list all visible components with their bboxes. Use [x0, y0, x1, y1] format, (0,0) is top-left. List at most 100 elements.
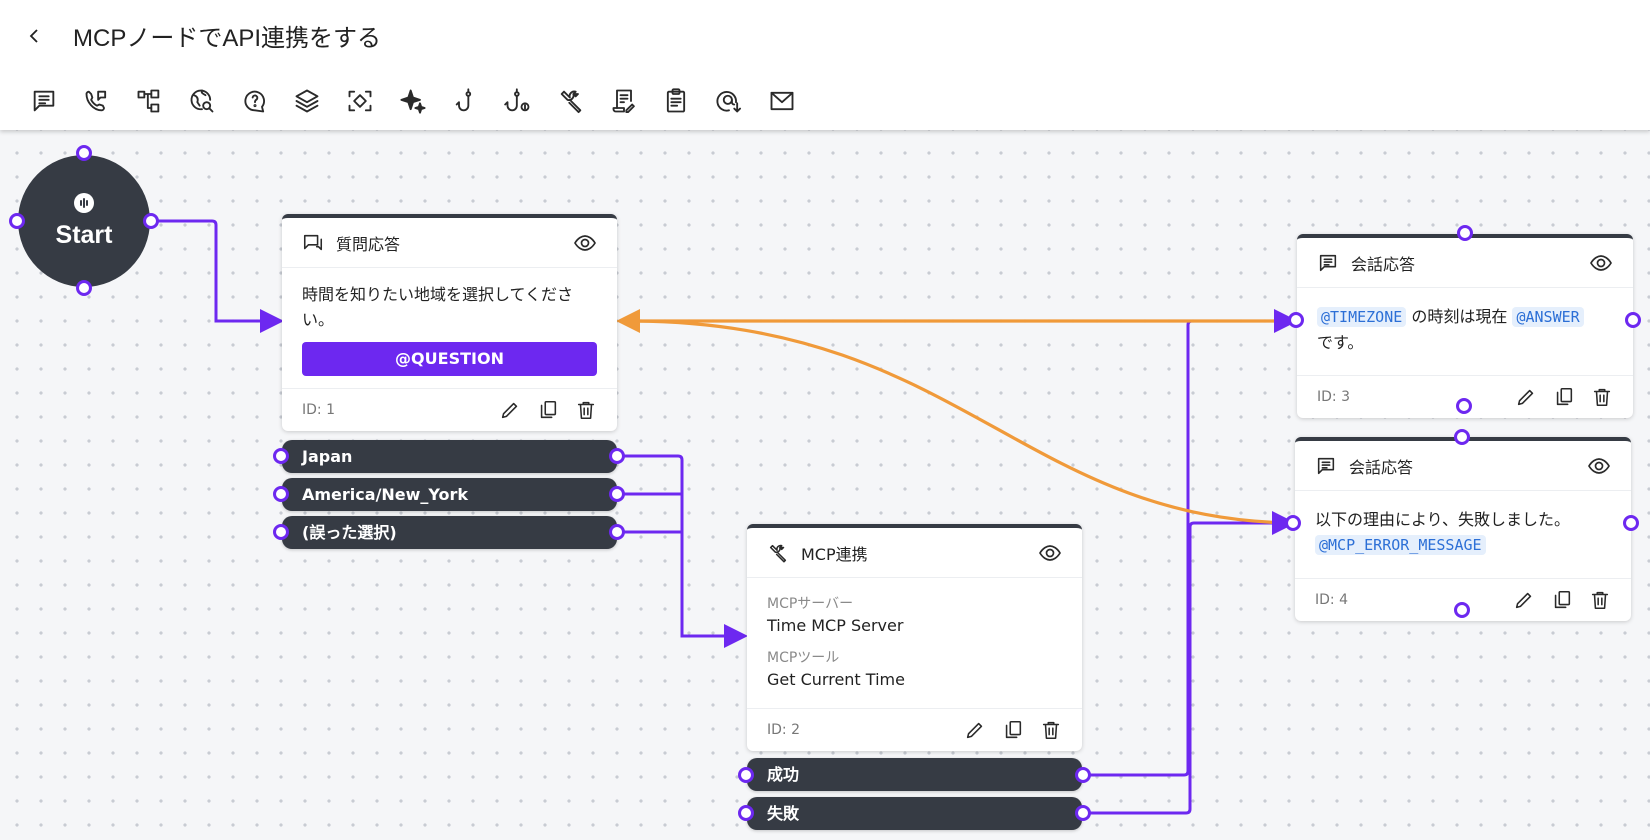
answer-handle-left[interactable]: [1288, 312, 1304, 328]
eye-icon[interactable]: [573, 231, 597, 255]
mcp-server-label: MCPサーバー: [767, 596, 854, 612]
node-title: MCP連携: [801, 544, 868, 564]
toolbar-email[interactable]: [766, 84, 819, 118]
toolbar-ai[interactable]: [397, 84, 450, 118]
layers-icon: [296, 89, 319, 113]
eye-icon[interactable]: [1587, 454, 1611, 478]
question-bubble-icon: [244, 90, 265, 113]
toolbar-web-search[interactable]: [186, 84, 239, 118]
toolbar-webhook[interactable]: [450, 84, 503, 118]
trash-icon[interactable]: [1591, 386, 1613, 408]
question-node[interactable]: 質問応答 時間を知りたい地域を選択してください。 @QUESTION ID: 1: [282, 214, 617, 431]
error-handle-left[interactable]: [1285, 515, 1301, 531]
sparkles-icon: [400, 89, 426, 114]
answer-text-end: です。: [1317, 333, 1364, 352]
option-japan[interactable]: Japan: [282, 440, 617, 473]
script-edit-icon: [612, 89, 635, 114]
toolbar-mcp[interactable]: [555, 84, 608, 118]
back-button[interactable]: [24, 22, 44, 50]
toolbar-conversation[interactable]: [28, 84, 81, 118]
answer-node[interactable]: 会話応答 @TIMEZONE の時刻は現在 @ANSWER です。 ID: 3: [1297, 234, 1633, 418]
node-title: 会話応答: [1351, 254, 1416, 274]
error-handle-top[interactable]: [1454, 429, 1470, 445]
toolbar-webhook-add[interactable]: [502, 84, 555, 118]
branch-icon: [137, 89, 160, 113]
answer-variable-tag: @ANSWER: [1512, 307, 1584, 327]
toolbar-call-transfer[interactable]: [81, 84, 134, 118]
option-japan-handle-right[interactable]: [609, 448, 625, 464]
copy-icon[interactable]: [1002, 719, 1024, 741]
start-handle-left[interactable]: [9, 213, 25, 229]
at-download-icon: [716, 91, 741, 113]
error-handle-bottom[interactable]: [1454, 602, 1470, 618]
error-handle-right[interactable]: [1623, 515, 1639, 531]
start-handle-bottom[interactable]: [76, 280, 92, 296]
pencil-icon[interactable]: [499, 399, 521, 421]
copy-icon[interactable]: [1551, 589, 1573, 611]
pencil-icon[interactable]: [1513, 589, 1535, 611]
toolbar-clipboard[interactable]: [660, 84, 713, 118]
mail-icon: [770, 91, 794, 111]
answer-text-mid: の時刻は現在: [1406, 307, 1508, 326]
mcp-node[interactable]: MCP連携 MCPサーバー Time MCP Server MCPツール Get…: [747, 524, 1082, 751]
error-node[interactable]: 会話応答 以下の理由により、失敗しました。 @MCP_ERROR_MESSAGE…: [1295, 437, 1631, 621]
answer-handle-top[interactable]: [1457, 225, 1473, 241]
toolbar-question[interactable]: [239, 84, 292, 118]
copy-icon[interactable]: [1553, 386, 1575, 408]
option-newyork-handle-right[interactable]: [609, 486, 625, 502]
globe-search-icon: [190, 89, 214, 113]
trash-icon[interactable]: [575, 399, 597, 421]
node-toolbar: [28, 84, 818, 118]
toolbar-email-receive[interactable]: [713, 84, 766, 118]
mcp-error-variable-tag: @MCP_ERROR_MESSAGE: [1315, 535, 1486, 555]
copy-icon[interactable]: [537, 399, 559, 421]
option-wrong-selection[interactable]: (誤った選択): [282, 516, 617, 549]
pencil-icon[interactable]: [964, 719, 986, 741]
trash-icon[interactable]: [1040, 719, 1062, 741]
node-id: ID: 4: [1315, 592, 1348, 608]
eye-icon[interactable]: [1038, 541, 1062, 565]
output-success[interactable]: 成功: [747, 758, 1082, 791]
output-failure[interactable]: 失敗: [747, 797, 1082, 830]
eye-icon[interactable]: [1589, 251, 1613, 275]
message-icon: [1315, 455, 1337, 477]
node-id: ID: 2: [767, 722, 800, 738]
option-wrong-handle-right[interactable]: [609, 524, 625, 540]
success-handle-right[interactable]: [1075, 767, 1091, 783]
clipboard-icon: [667, 88, 686, 113]
option-america-new-york[interactable]: America/New_York: [282, 478, 617, 511]
toolbar-scan[interactable]: [344, 84, 397, 118]
option-japan-handle-left[interactable]: [273, 448, 289, 464]
success-handle-left[interactable]: [738, 767, 754, 783]
toolbar-script[interactable]: [608, 84, 661, 118]
answer-handle-right[interactable]: [1625, 312, 1641, 328]
page-title: MCPノードでAPI連携をする: [73, 25, 382, 52]
start-handle-top[interactable]: [76, 145, 92, 161]
node-id: ID: 1: [302, 402, 335, 418]
toolbar-layers[interactable]: [291, 84, 344, 118]
wrench-icon: [767, 542, 789, 564]
error-text: 以下の理由により、失敗しました。: [1315, 510, 1571, 529]
failure-handle-left[interactable]: [738, 805, 754, 821]
question-text: 時間を知りたい地域を選択してください。: [302, 285, 574, 329]
option-newyork-handle-left[interactable]: [273, 486, 289, 502]
scan-icon: [348, 90, 372, 112]
answer-handle-bottom[interactable]: [1456, 398, 1472, 414]
node-title: 会話応答: [1349, 457, 1414, 477]
message-icon: [1317, 252, 1339, 274]
toolbar-branch[interactable]: [133, 84, 186, 118]
trash-icon[interactable]: [1589, 589, 1611, 611]
wrench-icon: [560, 90, 582, 114]
question-variable-button[interactable]: @QUESTION: [302, 342, 597, 376]
mcp-tool-label: MCPツール: [767, 650, 840, 666]
node-id: ID: 3: [1317, 389, 1350, 405]
start-node[interactable]: Start: [18, 155, 150, 287]
start-handle-right[interactable]: [143, 213, 159, 229]
chevron-left-icon: [29, 29, 38, 43]
message-icon: [33, 90, 55, 112]
start-label: Start: [55, 220, 113, 249]
failure-handle-right[interactable]: [1075, 805, 1091, 821]
option-wrong-handle-left[interactable]: [273, 524, 289, 540]
mcp-tool-value: Get Current Time: [767, 670, 905, 689]
pencil-icon[interactable]: [1515, 386, 1537, 408]
